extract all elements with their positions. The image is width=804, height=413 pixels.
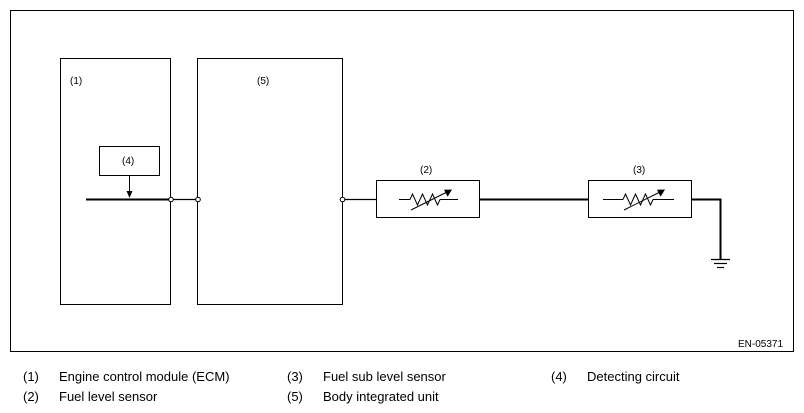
legend-text-3: Fuel sub level sensor [323,369,446,384]
ecm-block [60,58,171,305]
legend-num-1: (1) [23,369,39,384]
legend-text-2: Fuel level sensor [59,389,158,404]
fuel-sub-level-sensor-label: (3) [633,165,645,176]
body-integrated-unit-label: (5) [257,76,269,87]
legend-num-5: (5) [287,389,303,404]
detect-arrow-head [126,191,133,198]
legend-text-4: Detecting circuit [587,369,680,384]
ecm-label: (1) [70,76,82,87]
detecting-circuit-label: (4) [122,156,134,167]
fuel-level-sensor-variable-arrow [410,191,448,211]
ground-wire [692,198,722,259]
biu-input-terminal [195,196,201,203]
fuel-level-sensor-resistor [409,192,441,207]
fuel-sub-level-sensor-block [588,180,692,218]
ecm-terminal [168,196,174,203]
fuel-sub-level-sensor-arrow-head [657,189,665,197]
detecting-circuit-block [99,146,160,176]
legend-text-1: Engine control module (ECM) [59,369,230,384]
diagram-frame [10,10,794,352]
legend-num-4: (4) [551,369,567,384]
fuel-sub-level-sensor-variable-arrow [623,191,661,211]
legend-text-5: Body integrated unit [323,389,439,404]
body-integrated-unit-block [197,58,343,305]
figure-code: EN-05371 [738,339,783,350]
fuel-level-sensor-block [376,180,480,218]
biu-output-terminal [339,196,346,203]
fuel-sub-level-sensor-resistor [622,192,654,207]
legend-num-3: (3) [287,369,303,384]
fuel-level-sensor-label: (2) [420,165,432,176]
legend-num-2: (2) [23,389,39,404]
legend-row-2: (2) Fuel level sensor (5) Body integrate… [0,389,804,409]
fuel-level-sensor-arrow-head [444,189,452,197]
legend-row-1: (1) Engine control module (ECM) (3) Fuel… [0,369,804,389]
